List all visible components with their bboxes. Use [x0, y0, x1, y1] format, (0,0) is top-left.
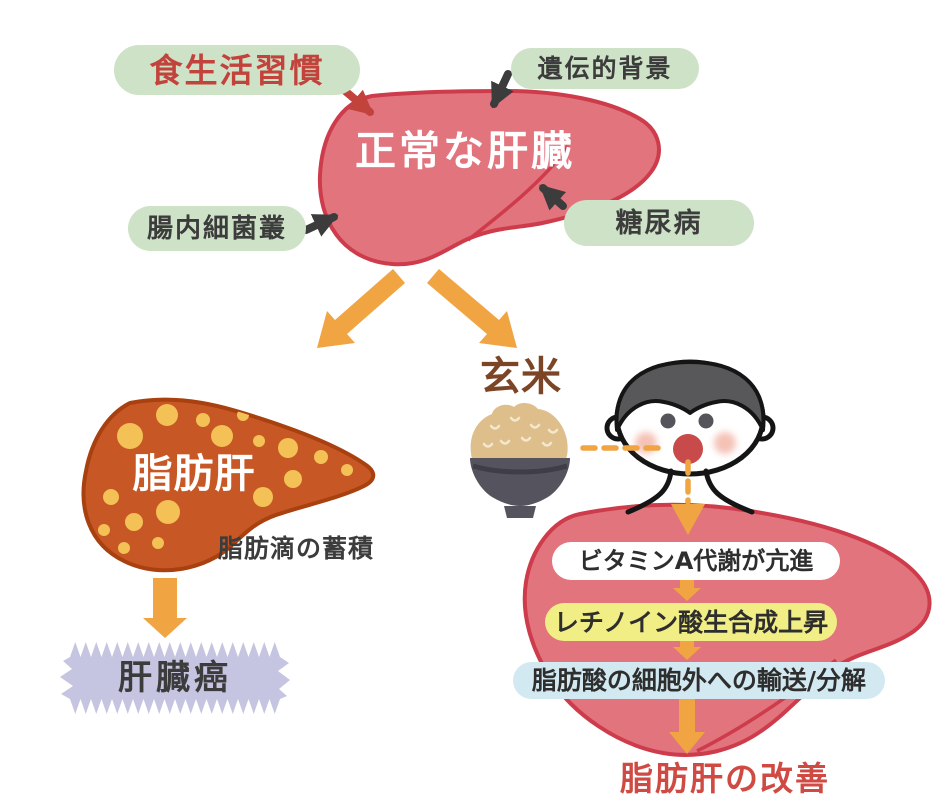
step-vitamin-a-metabolism: ビタミンA代謝が亢進 [552, 542, 840, 580]
improvement-label: 脂肪肝の改善 [620, 758, 830, 798]
arrow-fatty-to-cancer [143, 578, 187, 638]
lipid-accumulation-caption: 脂肪滴の蓄積 [217, 533, 374, 563]
left-eye [660, 413, 676, 429]
arrow-genetic-to-liver [490, 70, 514, 109]
factor-pill-diabetes: 糖尿病 [564, 200, 754, 246]
fatty-liver-label: 脂肪肝 [132, 451, 256, 497]
cancer-label: 肝臓癌 [118, 658, 232, 698]
right-cheek [714, 432, 736, 454]
genmai-label: 玄米 [480, 354, 562, 400]
rice-bowl-icon [470, 403, 570, 518]
cancer-burst-shape [60, 642, 290, 714]
arrow-to-improvement [669, 690, 705, 754]
arrow-diet-to-liver [340, 86, 374, 116]
factor-pill-gut: 腸内細菌叢 [128, 206, 306, 251]
arrow-gut-to-liver [302, 213, 339, 237]
fatty-liver-illustration [81, 397, 376, 573]
mouth [673, 434, 703, 464]
step-fatty-acid-transport: 脂肪酸の細胞外への輸送/分解 [513, 662, 885, 699]
eating-flow-arrow [580, 445, 705, 535]
normal-liver-label: 正常な肝臓 [355, 126, 575, 175]
arrow-diabetes-to-liver [539, 184, 567, 211]
arrow-to-fatty-liver [317, 269, 405, 348]
right-eye [698, 413, 714, 429]
step-retinoic-acid-synthesis: レチノイン酸生合成上昇 [545, 603, 837, 641]
factor-pill-genetic: 遺伝的背景 [511, 48, 699, 89]
arrow-to-genmai-path [427, 269, 517, 348]
factor-pill-diet: 食生活習慣 [114, 45, 360, 95]
normal-liver-illustration [317, 89, 661, 267]
fat-droplets [98, 404, 353, 554]
